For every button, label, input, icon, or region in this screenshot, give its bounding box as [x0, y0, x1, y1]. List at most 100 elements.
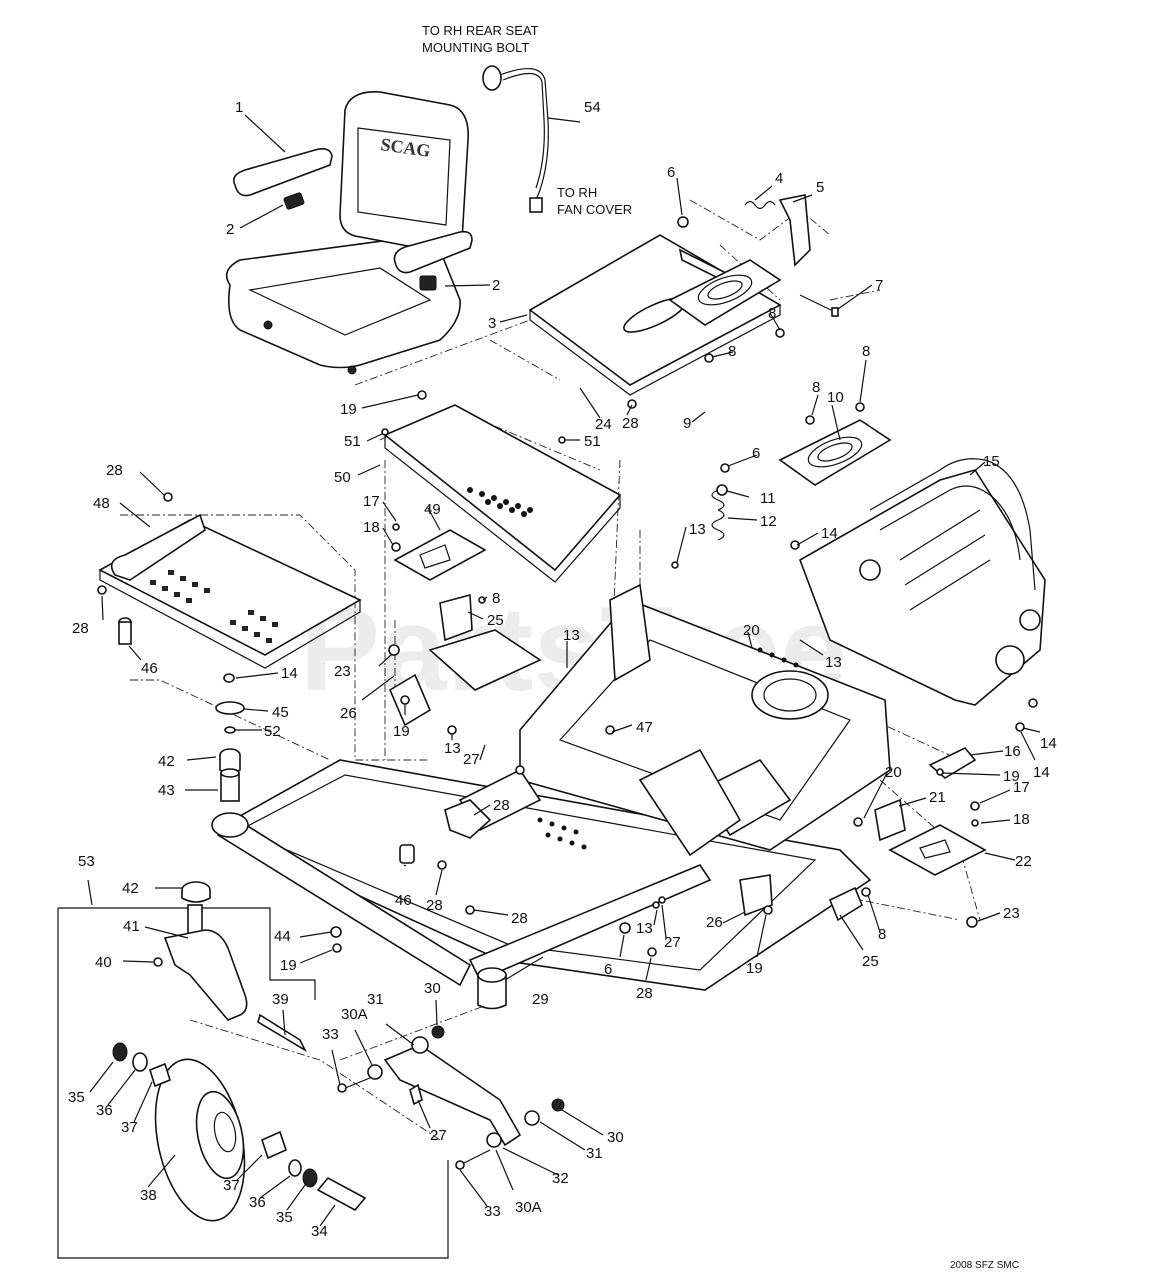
callout-10: 10	[827, 389, 844, 406]
seat: SCAG	[225, 91, 473, 375]
callout-51: 51	[344, 433, 361, 450]
callout-50: 50	[334, 469, 351, 486]
callout-36: 36	[96, 1102, 113, 1119]
callout-42: 42	[158, 753, 175, 770]
callout-13: 13	[636, 920, 653, 937]
callout-32: 32	[552, 1170, 569, 1187]
callout-28: 28	[622, 415, 639, 432]
callout-28: 28	[511, 910, 528, 927]
main-chassis	[213, 583, 891, 991]
callout-15: 15	[983, 453, 1000, 470]
callout-26: 26	[340, 705, 357, 722]
callout-14: 14	[1040, 735, 1057, 752]
callout-46: 46	[141, 660, 158, 677]
callout-30a: 30A	[341, 1006, 368, 1023]
caption-seat-bolt-1: TO RH REAR SEAT	[422, 23, 539, 38]
callout-34: 34	[311, 1223, 328, 1240]
caption-seat-bolt-2: MOUNTING BOLT	[422, 40, 529, 55]
callout-29: 29	[532, 991, 549, 1008]
fasteners	[97, 328, 1038, 957]
callout-14: 14	[1033, 764, 1050, 781]
control-cover-panel	[383, 404, 622, 583]
callout-46: 46	[395, 892, 412, 909]
callout-18: 18	[363, 519, 380, 536]
callout-54: 54	[584, 99, 601, 116]
callout-30: 30	[424, 980, 441, 997]
callout-41: 41	[123, 918, 140, 935]
seat-latch-hardware	[677, 194, 839, 317]
front-axle-tube	[211, 812, 712, 1010]
caster-assembly	[57, 904, 449, 1259]
callout-18: 18	[1013, 811, 1030, 828]
callout-13: 13	[689, 521, 706, 538]
callout-38: 38	[140, 1187, 157, 1204]
callout-35: 35	[68, 1089, 85, 1106]
callout-1: 1	[235, 99, 243, 116]
callout-49: 49	[424, 501, 441, 518]
callout-23: 23	[334, 663, 351, 680]
callout-12: 12	[760, 513, 777, 530]
callout-28: 28	[72, 620, 89, 637]
callout-19: 19	[1003, 768, 1020, 785]
callout-20: 20	[743, 622, 760, 639]
callout-6: 6	[604, 961, 612, 978]
callout-2: 2	[226, 221, 234, 238]
callout-2: 2	[492, 277, 500, 294]
callout-labels: 1 2 2 3 4 5 6 6 6 7 8 8 8 8 8 8 9 10 11 …	[68, 99, 1057, 1240]
callout-5: 5	[816, 179, 824, 196]
callout-25: 25	[862, 953, 879, 970]
callout-8: 8	[862, 343, 870, 360]
callout-9: 9	[683, 415, 691, 432]
callout-52: 52	[264, 723, 281, 740]
rear-frame-guard	[799, 458, 1046, 706]
callout-24: 24	[595, 416, 612, 433]
callout-44: 44	[274, 928, 291, 945]
callout-40: 40	[95, 954, 112, 971]
foot-rest	[98, 513, 362, 669]
caption-fan-cover-2: FAN COVER	[557, 202, 632, 217]
callout-42: 42	[122, 880, 139, 897]
seat-mounting-plate	[528, 234, 782, 396]
callout-13: 13	[825, 654, 842, 671]
callout-19: 19	[746, 960, 763, 977]
callout-13: 13	[563, 627, 580, 644]
callout-30a: 30A	[515, 1199, 542, 1216]
ground-wire	[482, 65, 549, 213]
drawing-code: 2008 SFZ SMC	[950, 1260, 1019, 1271]
callout-27: 27	[664, 934, 681, 951]
callout-36: 36	[249, 1194, 266, 1211]
callout-31: 31	[586, 1145, 603, 1162]
callout-26: 26	[706, 914, 723, 931]
callout-17: 17	[363, 493, 380, 510]
callout-7: 7	[875, 277, 883, 294]
leader-lines	[87, 114, 1041, 1227]
callout-53: 53	[78, 853, 95, 870]
callout-13: 13	[444, 740, 461, 757]
callout-3: 3	[488, 315, 496, 332]
callout-22: 22	[1015, 853, 1032, 870]
callout-6: 6	[752, 445, 760, 462]
callout-45: 45	[272, 704, 289, 721]
caption-fan-cover-1: TO RH	[557, 185, 597, 200]
steering-linkage	[337, 1025, 565, 1170]
suspension-bumpers	[118, 617, 245, 903]
callout-19: 19	[280, 957, 297, 974]
callout-30: 30	[607, 1129, 624, 1146]
callout-8: 8	[728, 343, 736, 360]
callout-19: 19	[393, 723, 410, 740]
callout-31: 31	[367, 991, 384, 1008]
callout-8: 8	[768, 305, 776, 322]
seat-suspension-plates	[668, 259, 892, 541]
callout-35: 35	[276, 1209, 293, 1226]
callout-4: 4	[775, 170, 783, 187]
callout-28: 28	[106, 462, 123, 479]
callout-28: 28	[426, 897, 443, 914]
callout-6: 6	[667, 164, 675, 181]
callout-21: 21	[929, 789, 946, 806]
callout-8: 8	[812, 379, 820, 396]
callout-14: 14	[281, 665, 298, 682]
callout-25: 25	[487, 612, 504, 629]
callout-8: 8	[492, 590, 500, 607]
callout-39: 39	[272, 991, 289, 1008]
